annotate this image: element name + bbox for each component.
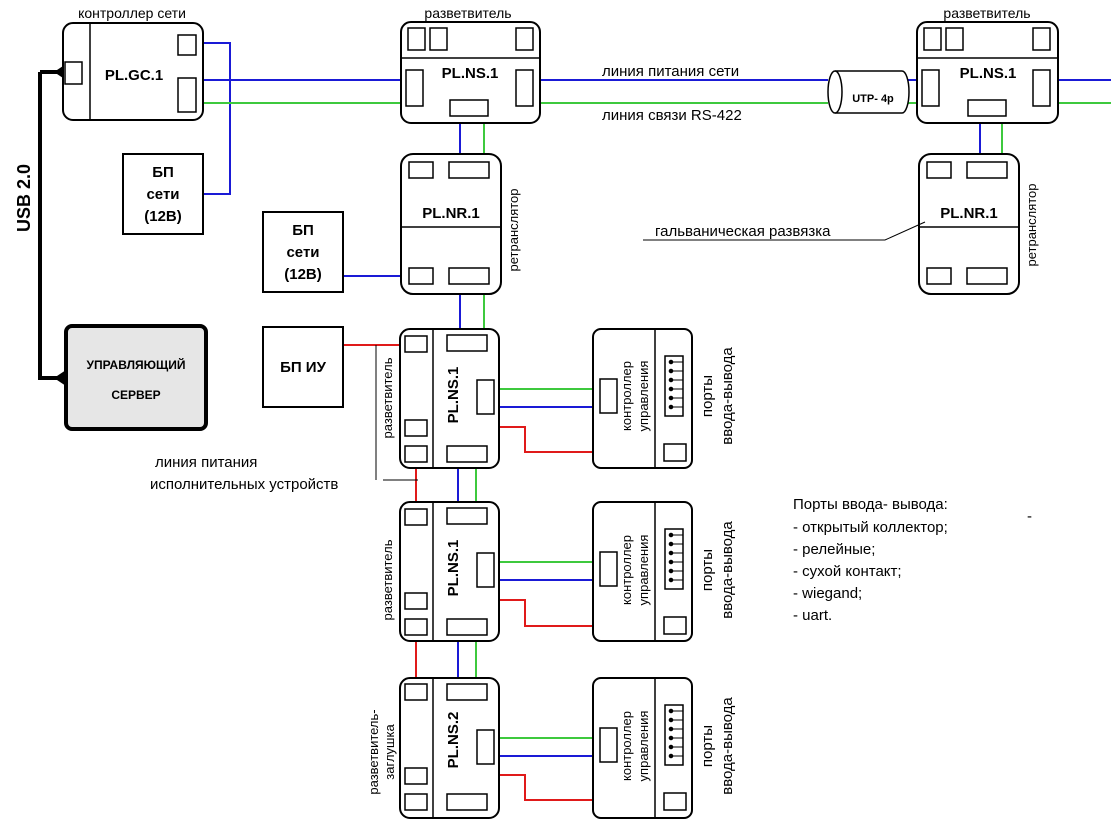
svg-text:БП ИУ: БП ИУ [280,359,327,376]
svg-text:разветвитель: разветвитель [380,357,395,438]
svg-text:ввода-вывода: ввода-вывода [719,521,736,619]
ns-b: PL.NS.1 разветвитель [380,501,500,642]
svg-text:контроллер: контроллер [619,361,634,431]
svg-text:(12В): (12В) [284,266,322,283]
nr-1: PL.NR.1 ретранслятор [400,153,521,295]
svg-text:управления: управления [636,361,651,432]
usb-arrow-bottom-icon [54,370,66,386]
svg-text:ввода-вывода: ввода-вывода [719,697,736,795]
controller-1: контроллер управления порты ввода-вывода [592,328,736,469]
svg-text:разветвитель: разветвитель [380,539,395,620]
nr-2: PL.NR.1 ретранслятор [918,153,1039,295]
ns-a: PL.NS.1 разветвитель [380,328,500,469]
actuator-line-leader [375,345,418,481]
ns-top-2: PL.NS.1 разветвитель [916,5,1059,124]
controller-2: контроллер управления порты ввода-вывода [592,501,736,642]
svg-text:контроллер: контроллер [619,711,634,781]
svg-text:сети: сети [146,186,179,203]
io-ports-title: Порты ввода- вывода: [793,496,948,513]
svg-text:порты: порты [699,375,716,417]
svg-text:PL.NR.1: PL.NR.1 [940,205,998,222]
svg-text:ввода-вывода: ввода-вывода [719,347,736,445]
svg-text:разветвитель: разветвитель [424,5,511,21]
svg-text:сети: сети [286,244,319,261]
svg-text:порты: порты [699,549,716,591]
svg-text:ретранслятор: ретранслятор [1024,183,1039,266]
svg-text:PL.NR.1: PL.NR.1 [422,205,480,222]
gc-caption: контроллер сети [78,5,186,21]
io-ports-dash: - [1027,508,1032,525]
svg-text:управления: управления [636,711,651,782]
svg-text:заглушка: заглушка [382,724,397,780]
io-port-item: - открытый коллектор; [793,519,948,536]
svg-text:БП: БП [152,164,174,181]
usb-label: USB 2.0 [14,164,34,232]
svg-text:порты: порты [699,725,716,767]
galvanic-label: гальваническая развязка [655,223,831,240]
power-line-label: линия питания сети [602,63,739,80]
io-ports-list: Порты ввода- вывода: - открытый коллекто… [793,496,1032,624]
ns-c: PL.NS.2 разветвитель- заглушка [366,677,500,819]
io-pins-2 [668,532,683,583]
psu-iu: БП ИУ [262,326,344,408]
io-port-item: - сухой контакт; [793,563,902,580]
svg-text:СЕРВЕР: СЕРВЕР [111,388,160,402]
actuator-line-label-1: линия питания [155,454,257,471]
gc-to-psu-wire [203,42,231,195]
svg-text:PL.NS.1: PL.NS.1 [442,65,499,82]
io-port-item: - wiegand; [793,585,862,602]
power-wires [203,42,1111,757]
utp-cable: UTP- 4p [827,70,910,114]
gc-usb-port [64,61,83,85]
io-port-item: - релейные; [793,541,875,558]
svg-text:PL.NS.1: PL.NS.1 [445,367,462,424]
rs422-line-label: линия связи RS-422 [602,107,742,124]
svg-text:PL.NS.1: PL.NS.1 [960,65,1017,82]
svg-text:контроллер: контроллер [619,535,634,605]
svg-text:УПРАВЛЯЮЩИЙ: УПРАВЛЯЮЩИЙ [87,357,186,372]
gc-label: PL.GC.1 [105,67,163,84]
io-pins-1 [668,359,683,410]
ns-top-1: PL.NS.1 разветвитель [400,5,541,124]
gc-device: PL.GC.1 контроллер сети [62,5,204,121]
gc-power-port [177,34,197,56]
svg-text:ретранслятор: ретранслятор [506,188,521,271]
psu-net-1: БП сети (12В) [122,153,204,235]
svg-text:разветвитель: разветвитель [943,5,1030,21]
control-server: УПРАВЛЯЮЩИЙ СЕРВЕР [64,324,208,431]
svg-text:разветвитель-: разветвитель- [366,709,381,794]
io-port-item: - uart. [793,607,832,624]
svg-text:БП: БП [292,222,314,239]
io-pins-3 [668,708,683,759]
svg-text:(12В): (12В) [144,208,182,225]
svg-text:управления: управления [636,535,651,606]
svg-text:UTP- 4p: UTP- 4p [852,93,894,105]
gc-line-port [177,77,197,113]
actuator-line-label-2: исполнительных устройств [150,476,338,493]
controller-3: контроллер управления порты ввода-вывода [592,677,736,819]
galvanic-leader [643,221,926,241]
psu-net-2: БП сети (12В) [262,211,344,293]
svg-text:PL.NS.2: PL.NS.2 [445,712,462,769]
usb-link [38,64,66,386]
svg-text:PL.NS.1: PL.NS.1 [445,540,462,597]
